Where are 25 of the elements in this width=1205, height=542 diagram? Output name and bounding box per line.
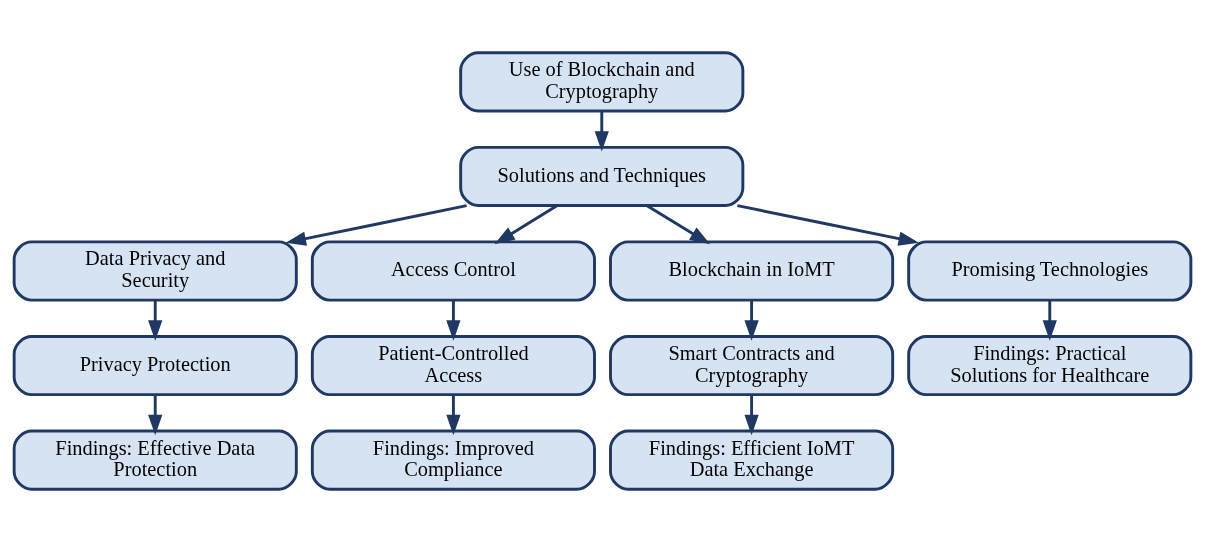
arrow — [446, 395, 461, 436]
arrow — [737, 204, 919, 246]
arrow — [646, 204, 711, 245]
arrow — [148, 395, 163, 436]
arrow — [285, 204, 467, 246]
arrow — [1042, 300, 1057, 341]
node-box: Findings: Improved Compliance — [310, 429, 596, 491]
node-box: Use of Blockchain and Cryptography — [459, 51, 745, 113]
arrow — [494, 204, 558, 245]
node-box: Patient-Controlled Access — [310, 335, 596, 397]
arrow — [744, 300, 759, 341]
node-box: Findings: Practical Solutions for Healthcare — [907, 335, 1193, 397]
node-box: Access Control — [310, 240, 596, 302]
node-box: Findings: Efficient IoMT Data Exchange — [609, 429, 895, 491]
arrow — [446, 300, 461, 341]
node-box: Promising Technologies — [907, 240, 1193, 302]
arrow — [594, 111, 609, 152]
node-box: Solutions and Techniques — [459, 145, 745, 207]
node-box: Smart Contracts and Cryptography — [609, 335, 895, 397]
arrow — [744, 395, 759, 436]
node-box: Data Privacy and Security — [12, 240, 298, 302]
node-box: Privacy Protection — [12, 335, 298, 397]
node-box: Blockchain in IoMT — [609, 240, 895, 302]
node-box: Findings: Effective Data Protection — [12, 429, 298, 491]
arrow — [148, 300, 163, 341]
